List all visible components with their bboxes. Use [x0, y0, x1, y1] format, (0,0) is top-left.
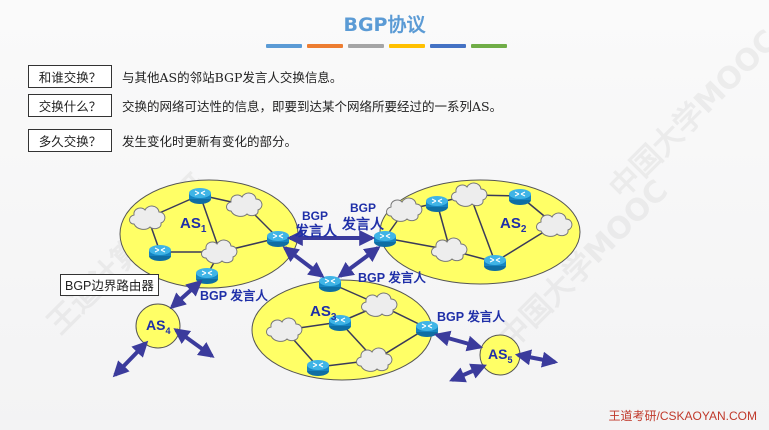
qa-row-when: 多久交换？ 发生变化时更新有变化的部分。	[28, 129, 297, 152]
speaker-label: BGP 发言人	[358, 270, 426, 285]
speaker-label: BGP 发言人	[437, 309, 505, 324]
question-box: 多久交换？	[28, 129, 112, 152]
as1-region: AS1	[119, 179, 299, 289]
qa-row-what: 交换什么？ 交换的网络可达性的信息，即要到达某个网络所要经过的一系列AS。	[28, 94, 502, 117]
as2-label: AS	[500, 215, 521, 232]
svg-text:AS2: AS2	[500, 215, 527, 235]
footer-brand: 王道考研/CSKAOYAN.COM	[608, 409, 757, 423]
answer-text: 与其他AS的邻站BGP发言人交换信息。	[122, 70, 343, 85]
page-title: BGP协议	[343, 14, 426, 36]
speaker-label: BGP	[302, 209, 328, 223]
as2-region: AS2	[373, 179, 581, 285]
as1-label: AS	[180, 215, 201, 232]
as4-node: AS4	[135, 303, 181, 349]
answer-text: 交换的网络可达性的信息，即要到达某个网络所要经过的一系列AS。	[122, 99, 503, 114]
decor-bar	[389, 44, 425, 48]
as5-label: AS	[488, 346, 507, 362]
speaker-label: BGP 发言人	[200, 288, 268, 303]
speaker-label: 发言人	[294, 223, 338, 239]
decor-bar	[471, 44, 507, 48]
svg-text:AS4: AS4	[146, 317, 170, 336]
decor-bar	[307, 44, 343, 48]
as5-node: AS5	[479, 334, 521, 376]
svg-text:AS3: AS3	[310, 303, 337, 323]
decor-bar	[430, 44, 466, 48]
speaker-label: 发言人	[341, 216, 385, 232]
as3-region: AS3	[251, 275, 439, 381]
decor-bar	[266, 44, 302, 48]
svg-text:AS5: AS5	[488, 346, 512, 365]
qa-row-who: 和谁交换？ 与其他AS的邻站BGP发言人交换信息。	[28, 65, 342, 88]
speaker-label: BGP	[350, 201, 376, 215]
bgp-session-arrows	[112, 230, 559, 383]
decor-bar	[348, 44, 384, 48]
border-router-label: BGP边界路由器	[60, 274, 159, 296]
as4-label: AS	[146, 317, 165, 333]
answer-text: 发生变化时更新有变化的部分。	[122, 134, 298, 149]
as3-label: AS	[310, 303, 331, 320]
svg-text:AS1: AS1	[180, 215, 207, 235]
question-box: 交换什么？	[28, 94, 112, 117]
question-box: 和谁交换？	[28, 65, 112, 88]
decor-bars	[266, 44, 507, 48]
